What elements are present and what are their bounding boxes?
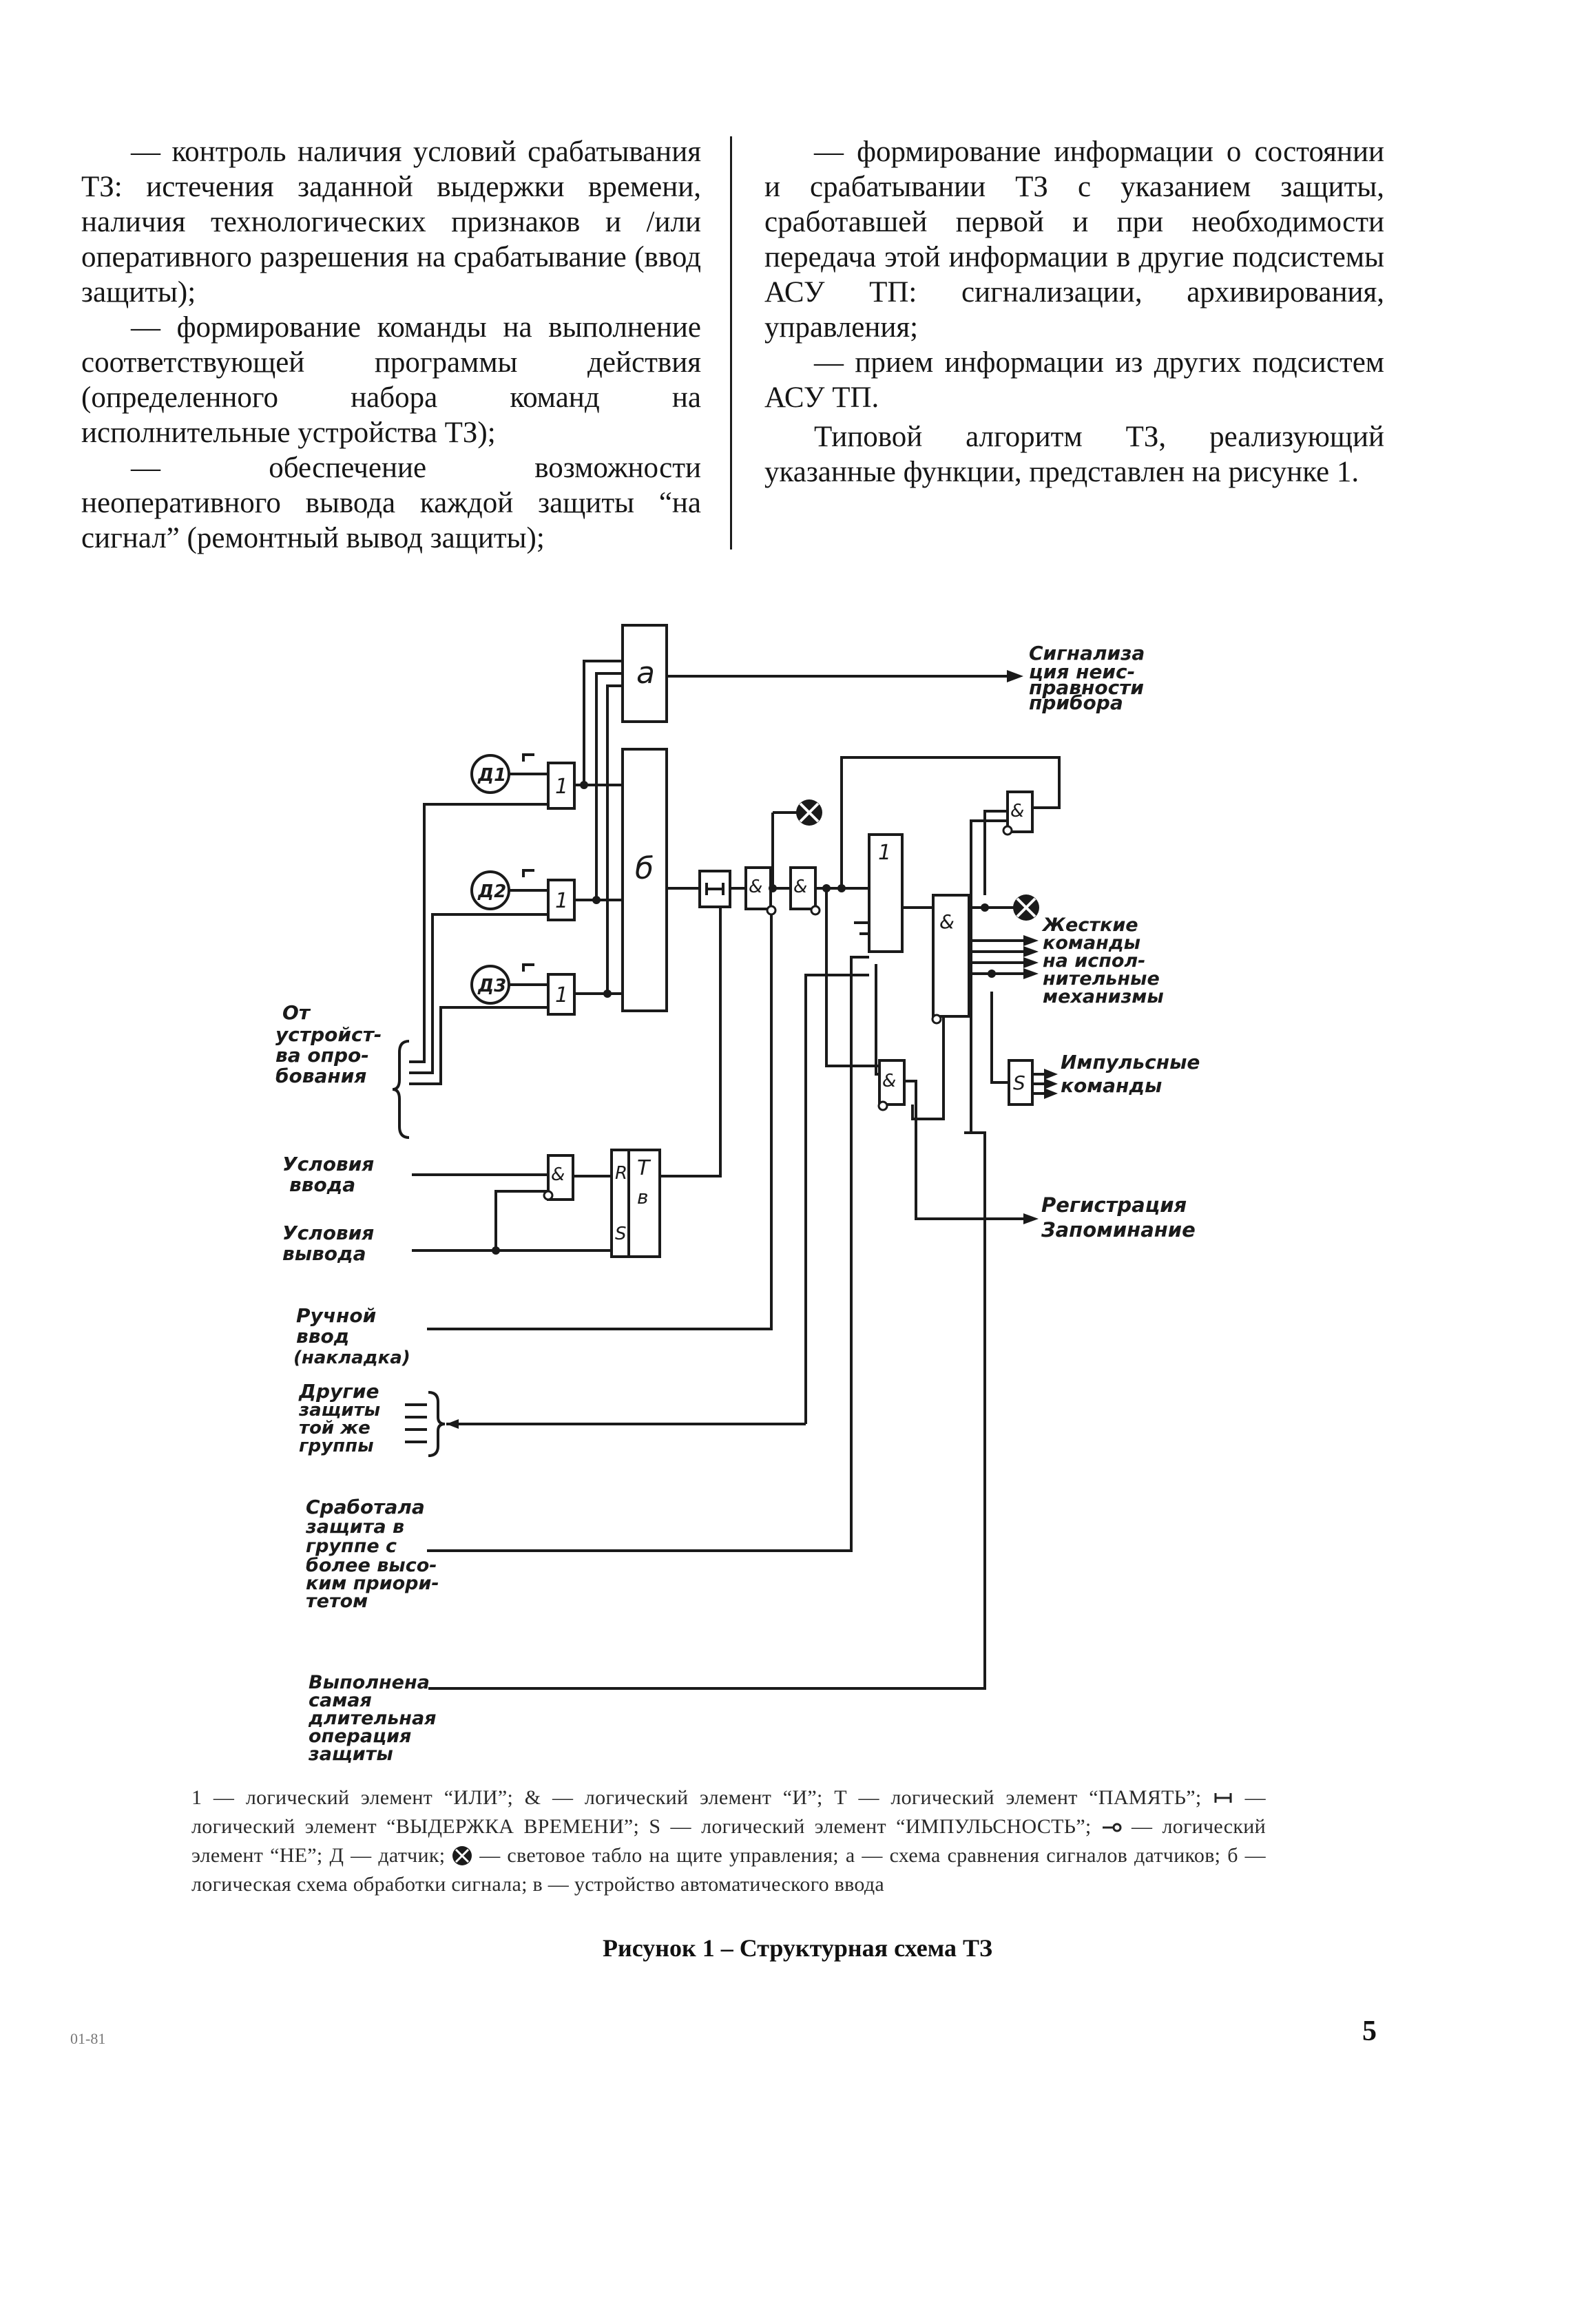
svg-text:ввода: ввода	[289, 1173, 355, 1196]
input-conditions-label: Условия ввода	[282, 1153, 374, 1196]
registration-label: Регистрация Запоминание	[1041, 1193, 1196, 1242]
paragraph: — формирование команды на выполнение соо…	[81, 311, 701, 449]
column-divider	[730, 136, 732, 549]
figure-legend: 1 — логический элемент “ИЛИ”; & — логиче…	[191, 1783, 1266, 1899]
svg-text:Регистрация: Регистрация	[1041, 1193, 1187, 1217]
hard-commands-label: Жесткие команды на испол- нительные меха…	[1041, 914, 1164, 1007]
svg-text:Сработала: Сработала	[306, 1496, 425, 1518]
sensor-label: Д3	[477, 976, 506, 996]
text-column-right: — формирование информации о состоянии и …	[764, 134, 1384, 490]
svg-text:Другие: Другие	[298, 1380, 379, 1403]
gate-label: &	[939, 910, 955, 933]
paragraph: — контроль наличия условий срабатывания …	[81, 136, 701, 308]
svg-text:Импульсные: Импульсные	[1061, 1051, 1200, 1074]
svg-text:(накладка): (накладка)	[293, 1348, 410, 1368]
gate-label: R	[615, 1163, 627, 1184]
svg-text:Условия: Условия	[282, 1153, 374, 1175]
svg-text:Сигнализа: Сигнализа	[1029, 642, 1145, 664]
gate-label: Т	[637, 1156, 651, 1180]
svg-text:защиты: защиты	[298, 1400, 380, 1421]
pulse-commands-label: Импульсные команды	[1061, 1051, 1200, 1097]
svg-text:защиты: защиты	[308, 1744, 393, 1765]
svg-text:правности: правности	[1029, 676, 1144, 699]
memory-element	[610, 1149, 661, 1258]
svg-text:вывода: вывода	[282, 1242, 366, 1265]
svg-text:бования: бования	[275, 1065, 366, 1087]
svg-text:Ручной: Ручной	[296, 1304, 376, 1327]
paragraph: — обеспечение возможности неоперативного…	[81, 452, 701, 554]
svg-text:ким приори-: ким приори-	[306, 1573, 439, 1594]
manual-input-label: Ручной ввод (накладка)	[293, 1304, 410, 1368]
svg-text:группе с: группе с	[306, 1536, 397, 1557]
gate-label: 1	[555, 889, 568, 913]
longest-operation-label: Выполнена самая длительная операция защи…	[308, 1672, 437, 1765]
gate-label: 1	[878, 841, 891, 865]
gate-label: 1	[555, 775, 568, 799]
sensor-label: Д2	[477, 881, 506, 902]
signal-label: Сигнализа ция неис- правности прибора	[1029, 642, 1145, 714]
svg-text:устройст-: устройст-	[275, 1023, 382, 1046]
or-gate-main	[868, 833, 904, 953]
tablo-icon	[452, 1846, 472, 1865]
paragraph: — прием информации из других подсистем А…	[764, 346, 1384, 414]
svg-text:группы: группы	[299, 1436, 374, 1456]
sensor-label: Д1	[477, 765, 506, 786]
svg-text:Выполнена: Выполнена	[309, 1672, 430, 1693]
svg-text:нительные: нительные	[1043, 968, 1160, 990]
svg-text:команды: команды	[1043, 932, 1140, 954]
block-label-a: а	[636, 656, 655, 691]
gate-label: в	[637, 1186, 649, 1208]
svg-text:более высо-: более высо-	[306, 1555, 437, 1576]
legend-text: — логический элемент “НЕ”; Д — датчик;	[191, 1815, 1266, 1867]
tablo-icon	[796, 799, 822, 826]
paragraph: Типовой алгоритм ТЗ, реализующий указанн…	[764, 421, 1384, 488]
svg-text:ввод: ввод	[296, 1325, 349, 1348]
block-label-b: б	[635, 851, 654, 886]
svg-text:прибора: прибора	[1029, 691, 1123, 714]
page-number: 5	[1362, 2016, 1377, 2047]
svg-text:механизмы: механизмы	[1043, 986, 1164, 1007]
svg-text:От: От	[282, 1001, 311, 1024]
other-protections-label: Другие защиты той же группы	[298, 1380, 380, 1456]
svg-text:операция: операция	[309, 1726, 411, 1747]
svg-text:Жесткие: Жесткие	[1041, 914, 1138, 936]
svg-text:длительная: длительная	[308, 1708, 437, 1729]
svg-text:защита в: защита в	[305, 1516, 404, 1538]
text-column-left: — контроль наличия условий срабатывания …	[81, 134, 701, 556]
block-b	[621, 748, 668, 1012]
inverter-icon	[1102, 1823, 1122, 1832]
gate-label: &	[793, 877, 807, 897]
gate-label: &	[551, 1164, 565, 1185]
delay-icon	[1214, 1793, 1232, 1803]
and-gate-main	[932, 894, 970, 1018]
document-code: 01-81	[70, 2030, 106, 2047]
gate-label: 1	[555, 983, 568, 1007]
svg-text:самая: самая	[309, 1690, 372, 1711]
svg-text:тетом: тетом	[306, 1591, 368, 1612]
svg-text:Запоминание: Запоминание	[1041, 1218, 1196, 1242]
paragraph: — формирование информации о состоянии и …	[764, 136, 1384, 344]
svg-text:ва опро-: ва опро-	[275, 1044, 369, 1067]
figure-caption: Рисунок 1 – Структурная схема ТЗ	[603, 1934, 992, 1962]
tablo-icon	[1013, 894, 1039, 921]
svg-text:той же: той же	[299, 1418, 371, 1438]
output-conditions-label: Условия вывода	[282, 1222, 374, 1265]
higher-priority-label: Сработала защита в группе с более высо- …	[305, 1496, 439, 1612]
device-input-label: От устройст- ва опро- бования	[275, 1001, 382, 1087]
legend-text: — логический элемент “ВЫДЕРЖКА ВРЕМЕНИ”;…	[191, 1786, 1266, 1838]
legend-text: 1 — логический элемент “ИЛИ”; & — логиче…	[191, 1786, 1213, 1809]
gate-label: S	[615, 1224, 627, 1244]
svg-text:Условия: Условия	[282, 1222, 374, 1244]
gate-label: &	[749, 877, 762, 897]
gate-label: &	[882, 1071, 896, 1091]
gate-label: S	[1013, 1071, 1025, 1094]
svg-text:на испол-: на испол-	[1043, 950, 1145, 972]
svg-text:ция неис-: ция неис-	[1029, 660, 1135, 683]
legend-text: — световое табло на щите управления; а —…	[191, 1844, 1266, 1896]
gate-label: &	[1010, 801, 1024, 821]
svg-text:команды: команды	[1061, 1074, 1162, 1097]
